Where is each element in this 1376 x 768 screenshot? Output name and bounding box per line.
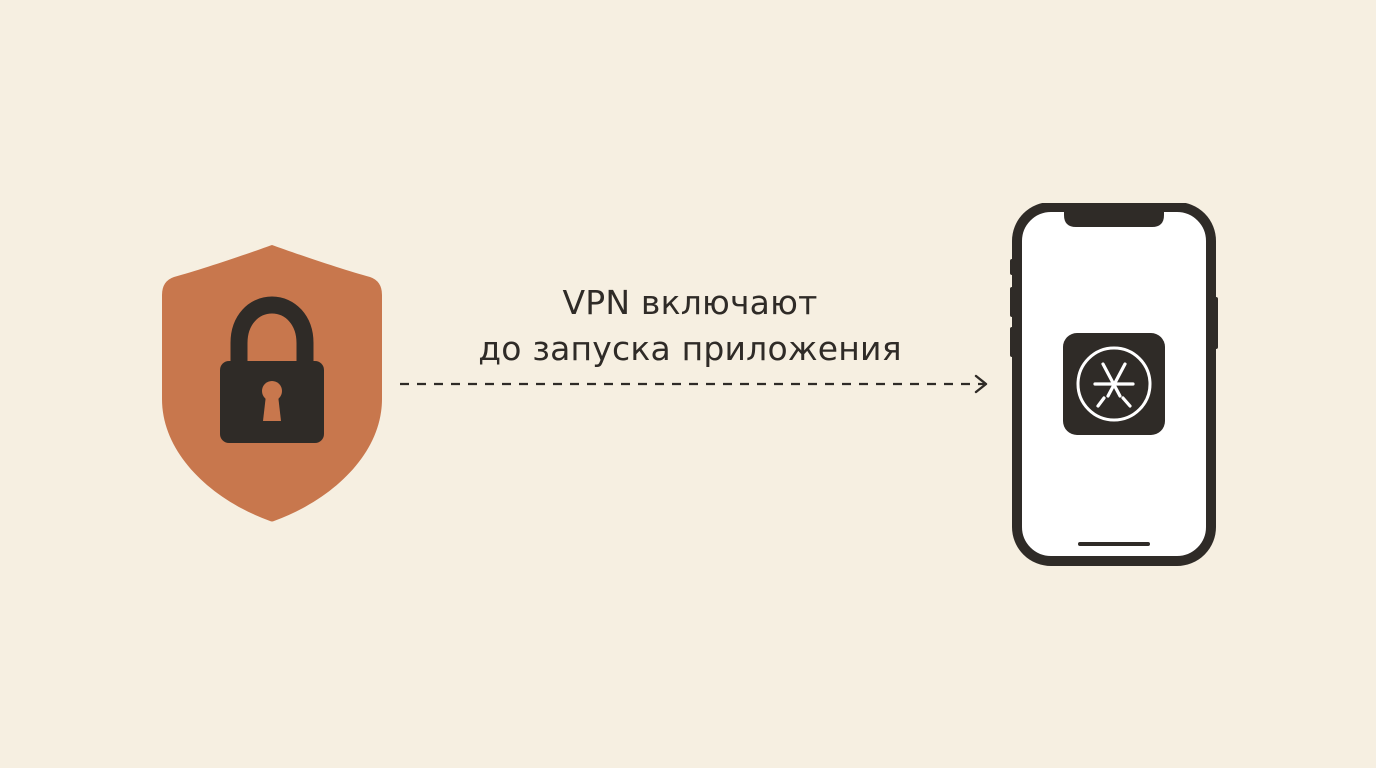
- dashed-arrow: [400, 374, 988, 394]
- phone-home-indicator: [1078, 542, 1150, 546]
- app-store-icon-glyph: [1093, 362, 1135, 408]
- phone-notch: [1064, 209, 1164, 227]
- app-store-icon: [1063, 333, 1165, 435]
- arrow-head-icon: [974, 374, 988, 394]
- connector-caption: VPN включают до запуска приложения: [420, 280, 960, 372]
- lock-icon: [220, 296, 324, 443]
- smartphone-icon: [1010, 203, 1218, 566]
- caption-line-1: VPN включают: [562, 283, 818, 322]
- app-store-icon-ring: [1076, 346, 1152, 422]
- lock-shackle: [230, 296, 314, 363]
- caption-line-2: до запуска приложения: [478, 329, 902, 368]
- keyhole-slot: [263, 395, 281, 421]
- shield-lock-icon: [162, 245, 382, 522]
